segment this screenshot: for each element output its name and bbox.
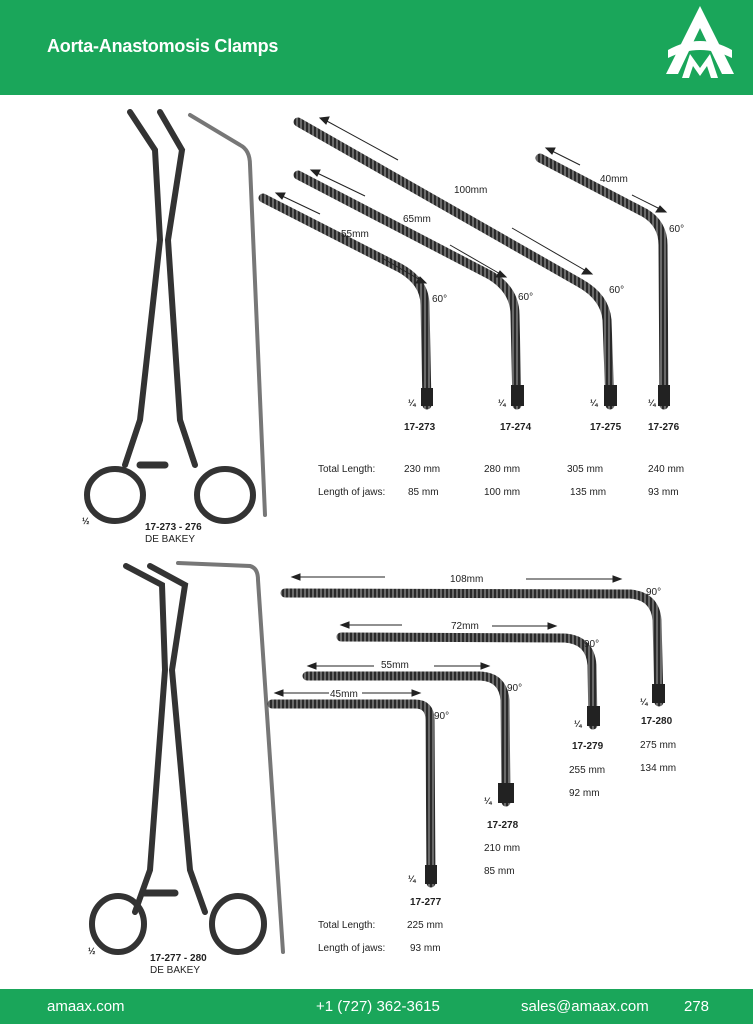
page-title: Aorta-Anastomosis Clamps bbox=[47, 36, 279, 56]
scale-fraction-17-278: ¼ bbox=[484, 796, 492, 806]
jaw-length-label-17-279: 72mm bbox=[451, 621, 479, 632]
jaw-length-label-17-280: 108mm bbox=[450, 574, 484, 585]
model-number-17-278: 17-278 bbox=[487, 820, 519, 831]
angle-label-17-280: 90° bbox=[646, 587, 662, 598]
jaws-17-277: 93 mm bbox=[410, 943, 441, 954]
jaw-17-280 bbox=[280, 588, 664, 707]
jaws-17-276: 93 mm bbox=[648, 487, 679, 498]
model-number-17-277: 17-277 bbox=[410, 897, 442, 908]
website-link[interactable]: amaax.com bbox=[47, 998, 125, 1015]
jaws-17-280: 134 mm bbox=[640, 763, 677, 774]
jaw-length-row-label: Length of jaws: bbox=[318, 487, 386, 498]
angle-label-17-278: 90° bbox=[507, 683, 523, 694]
total-length-17-275: 305 mm bbox=[567, 464, 604, 475]
jaw-length-label-17-275: 100mm bbox=[454, 185, 488, 196]
total-length-17-280: 275 mm bbox=[640, 740, 677, 751]
total-length-17-278: 210 mm bbox=[484, 843, 521, 854]
angle-label-17-275: 60° bbox=[609, 285, 625, 296]
angle-label-17-276: 60° bbox=[669, 224, 685, 235]
jaw-17-277 bbox=[267, 699, 436, 888]
model-number-17-274: 17-274 bbox=[500, 422, 532, 433]
clamp-image-17-273-276 bbox=[84, 109, 267, 524]
clamp-image-17-277-280 bbox=[89, 561, 285, 955]
total-length-label-set2: Total Length: bbox=[318, 920, 376, 931]
total-length-17-273: 230 mm bbox=[404, 464, 441, 475]
jaw-length-label-17-277: 45mm bbox=[330, 689, 358, 700]
product-range-set1: 17-273 - 276 bbox=[145, 522, 202, 533]
phone-number[interactable]: +1 (727) 362-3615 bbox=[316, 998, 440, 1015]
scale-fraction-17-280: ¼ bbox=[640, 697, 648, 707]
scale-fraction-set1: ½ bbox=[82, 516, 90, 526]
jaws-17-279: 92 mm bbox=[569, 788, 600, 799]
jaw-length-label-17-273: 55mm bbox=[341, 229, 369, 240]
jaws-17-273: 85 mm bbox=[408, 487, 439, 498]
product-name-set1: DE BAKEY bbox=[145, 534, 196, 545]
total-length-17-274: 280 mm bbox=[484, 464, 521, 475]
product-name-set2: DE BAKEY bbox=[150, 965, 201, 976]
model-number-17-276: 17-276 bbox=[648, 422, 680, 433]
scale-fraction-17-279: ¼ bbox=[574, 719, 582, 729]
jaw-17-276 bbox=[535, 153, 669, 410]
jaws-17-275: 135 mm bbox=[570, 487, 607, 498]
model-number-17-279: 17-279 bbox=[572, 741, 604, 752]
jaw-17-275 bbox=[293, 117, 615, 410]
scale-fraction-17-274: ¼ bbox=[498, 398, 506, 408]
amaax-logo-icon bbox=[666, 6, 734, 78]
scale-fraction-17-276: ¼ bbox=[648, 398, 656, 408]
angle-label-17-274: 60° bbox=[518, 292, 534, 303]
jaw-length-label-17-276: 40mm bbox=[600, 174, 628, 185]
footer-bar: amaax.com +1 (727) 362-3615 sales@amaax.… bbox=[0, 989, 753, 1024]
model-number-17-273: 17-273 bbox=[404, 422, 436, 433]
total-length-17-277: 225 mm bbox=[407, 920, 444, 931]
jaw-length-label-17-274: 65mm bbox=[403, 214, 431, 225]
model-number-17-275: 17-275 bbox=[590, 422, 622, 433]
angle-label-17-277: 90° bbox=[434, 711, 450, 722]
angle-label-17-273: 60° bbox=[432, 294, 448, 305]
angle-label-17-279: 90° bbox=[584, 639, 600, 650]
scale-fraction-set2: ½ bbox=[88, 946, 96, 956]
jaw-17-279 bbox=[336, 632, 598, 730]
model-number-17-280: 17-280 bbox=[641, 716, 673, 727]
total-length-17-276: 240 mm bbox=[648, 464, 685, 475]
scale-fraction-17-273: ¼ bbox=[408, 398, 416, 408]
jaw-length-row-label-set2: Length of jaws: bbox=[318, 943, 386, 954]
total-length-label: Total Length: bbox=[318, 464, 376, 475]
jaws-17-274: 100 mm bbox=[484, 487, 521, 498]
page-number: 278 bbox=[684, 998, 710, 1015]
scale-fraction-17-277: ¼ bbox=[408, 874, 416, 884]
jaws-17-278: 85 mm bbox=[484, 866, 515, 877]
product-range-set2: 17-277 - 280 bbox=[150, 953, 207, 964]
email-link[interactable]: sales@amaax.com bbox=[521, 998, 649, 1015]
jaw-17-278 bbox=[302, 671, 511, 807]
total-length-17-279: 255 mm bbox=[569, 765, 606, 776]
jaw-length-label-17-278: 55mm bbox=[381, 660, 409, 671]
jaw-17-274 bbox=[293, 170, 522, 410]
header-bar: Aorta-Anastomosis Clamps bbox=[0, 0, 753, 95]
scale-fraction-17-275: ¼ bbox=[590, 398, 598, 408]
